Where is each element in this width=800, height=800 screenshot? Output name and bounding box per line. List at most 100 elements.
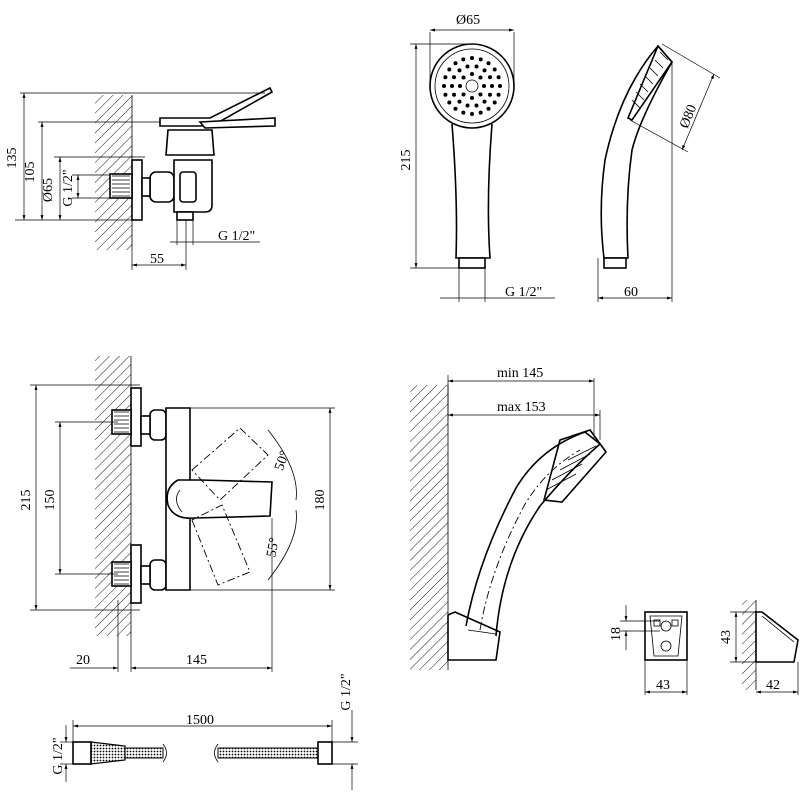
nozzle-dot (447, 67, 452, 72)
nozzle-dot (470, 112, 474, 116)
nozzle-dot (452, 92, 456, 97)
nozzle-dot (496, 75, 501, 80)
holder-front-view: 18 43 (609, 605, 688, 695)
nozzle-dot (465, 64, 470, 69)
mixer-front-view: 215 150 180 50° 55° 20 145 (19, 356, 335, 672)
hose-nut-left (72, 741, 92, 765)
nozzle-dot (461, 57, 466, 62)
nozzle-dot (450, 84, 454, 88)
angle-50-label: 50° (272, 449, 293, 473)
nozzle-dot (470, 56, 474, 60)
lever-rotated-down (191, 504, 251, 586)
dim-145-label: 145 (186, 653, 207, 668)
screw-hole-top (660, 620, 672, 632)
dim-min145-label: min 145 (497, 366, 543, 381)
eccentric-fitting (109, 173, 133, 199)
wall-hatch-small (742, 600, 756, 690)
nozzle-dot (453, 61, 458, 66)
screw-hole-bottom (660, 640, 672, 652)
outlet-thread (176, 211, 194, 221)
hose-view: 1500 G 1/2" G 1/2" (51, 673, 358, 790)
nozzle-dot (443, 75, 448, 80)
dim-42-label: 42 (766, 678, 780, 693)
wall-flange (131, 159, 143, 221)
nozzle-pattern (442, 56, 502, 116)
dim-g12-label: G 1/2" (218, 229, 255, 244)
wall-hatch-holder (410, 385, 448, 670)
holder-front-body (644, 611, 688, 661)
angle-55-label: 55° (264, 536, 282, 558)
mixer-side-view: 135 105 Ø65 G 1/2" G 1/2" 55 (5, 86, 276, 270)
holder-assembly-view: min 145 max 153 (410, 366, 608, 670)
nozzle-dot (478, 110, 483, 115)
hose-break-mark (162, 743, 219, 763)
dim-d65-label: Ø65 (41, 178, 56, 202)
holder-side-body (755, 611, 799, 663)
dim-135-label: 135 (5, 148, 20, 169)
nozzle-dot (458, 84, 462, 88)
dim-g12-hose-left-label: G 1/2" (51, 737, 66, 774)
nozzle-dot (488, 92, 492, 97)
dim-1500-label: 1500 (186, 713, 214, 728)
dim-g12-vertical-label: G 1/2" (61, 169, 76, 206)
dim-max153-label: max 153 (497, 400, 546, 415)
side-thread (603, 257, 627, 269)
nozzle-dot (478, 92, 483, 97)
dim-180-label: 180 (313, 490, 328, 511)
dim-215-front-label: 215 (19, 490, 34, 511)
nozzle-dot (474, 64, 479, 69)
handle-thread (458, 257, 486, 269)
hand-shower-front: Ø65 215 G 1/2" (399, 13, 555, 302)
wall-hatch (95, 95, 132, 250)
front-lever (166, 479, 273, 520)
nozzle-dot (457, 68, 462, 73)
nozzle-dot (474, 103, 479, 108)
nozzle-dot (470, 96, 474, 100)
dim-150-label: 150 (43, 490, 58, 511)
dim-g12-hose-right-label: G 1/2" (339, 673, 354, 710)
nozzle-dot (498, 84, 502, 88)
cartridge-housing (165, 129, 215, 156)
dim-43-height-label: 43 (719, 630, 734, 644)
nozzle-dot (461, 92, 466, 97)
hand-shower-side: Ø80 60 (597, 43, 721, 302)
nozzle-dot (442, 84, 446, 88)
hose-segment-left (124, 747, 164, 759)
nozzle-dot (465, 103, 470, 108)
nozzle-dot (461, 75, 466, 80)
hose-nut-right (317, 741, 333, 765)
dim-d80-label: Ø80 (677, 103, 700, 131)
nozzle-dot (492, 100, 497, 105)
nozzle-dot (486, 61, 491, 66)
dim-20-label: 20 (76, 653, 90, 668)
wall-hatch-front (95, 356, 131, 636)
union-nut (149, 171, 175, 203)
hose-conical-end (90, 741, 126, 765)
mixer-lever (159, 86, 274, 127)
nozzle-dot (496, 92, 501, 97)
nozzle-dot (447, 100, 452, 105)
nozzle-dot (453, 106, 458, 111)
nozzle-dot (461, 110, 466, 115)
dim-60-label: 60 (624, 285, 638, 300)
nozzle-dot (482, 99, 487, 104)
nozzle-dot (478, 57, 483, 62)
nozzle-dot (492, 67, 497, 72)
nozzle-dot (488, 75, 492, 80)
dim-43-width-label: 43 (656, 678, 670, 693)
nozzle-dot (470, 72, 474, 76)
dim-215-top-label: 215 (399, 150, 414, 171)
holder-side-view: 43 42 (719, 600, 799, 695)
nozzle-dot (478, 75, 483, 80)
dim-18-label: 18 (609, 627, 624, 641)
hose-segment-right (217, 747, 319, 759)
nozzle-dot (457, 99, 462, 104)
shower-handle (451, 123, 493, 259)
nozzle-dot (486, 106, 491, 111)
shower-in-holder (465, 431, 602, 637)
dim-d65-top-label: Ø65 (456, 13, 480, 28)
nozzle-dot (490, 84, 494, 88)
nozzle-dot (482, 84, 486, 88)
